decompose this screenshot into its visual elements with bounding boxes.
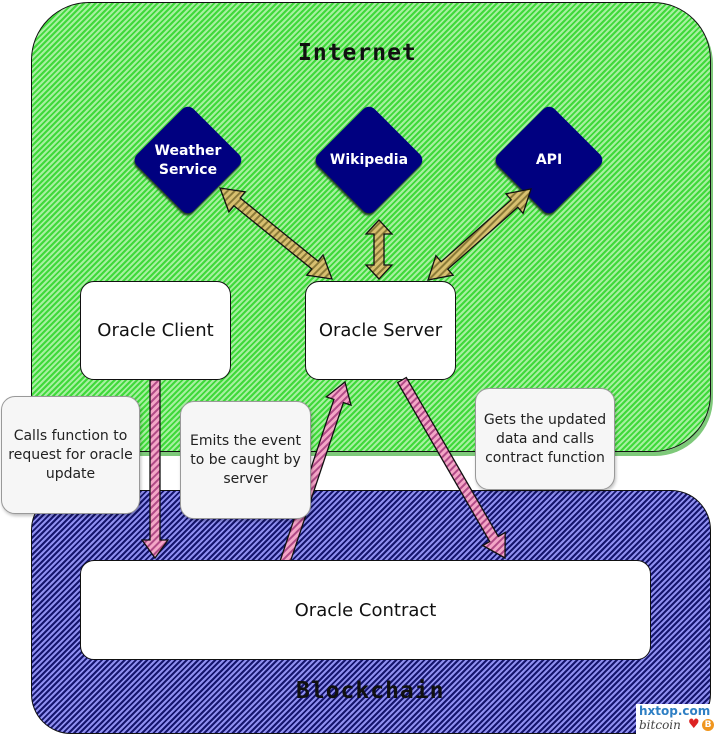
internet-region: [31, 2, 711, 452]
oracle-client-label: Oracle Client: [97, 320, 214, 341]
oracle-client-node[interactable]: Oracle Client: [80, 281, 231, 380]
oracle-contract-label: Oracle Contract: [294, 599, 437, 621]
watermark-brand: bitcoin: [639, 718, 681, 732]
oracle-server-label: Oracle Server: [318, 320, 443, 341]
internet-region-label: Internet: [298, 40, 417, 66]
note-emits-event: Emits the event to be caught by server: [180, 401, 311, 519]
bitcoin-icon: B: [702, 719, 714, 731]
weather-service-line1: Weather: [154, 143, 222, 159]
note-calls-function: Calls function to request for oracle upd…: [1, 396, 140, 514]
watermark-site: hxtop.com: [639, 704, 711, 718]
wikipedia-label: Wikipedia: [329, 152, 409, 168]
note-gets-updated-data: Gets the updated data and calls contract…: [475, 388, 615, 490]
oracle-server-node[interactable]: Oracle Server: [305, 281, 456, 380]
weather-service-label: Weather Service: [128, 142, 248, 180]
oracle-contract-node[interactable]: Oracle Contract: [80, 560, 651, 660]
weather-service-line2: Service: [158, 162, 218, 178]
blockchain-region-label: Blockchain: [296, 678, 445, 704]
watermark: hxtop.com bitcoin ♥ B: [636, 704, 716, 734]
heart-icon: ♥: [688, 717, 700, 732]
api-label: API: [535, 152, 563, 168]
